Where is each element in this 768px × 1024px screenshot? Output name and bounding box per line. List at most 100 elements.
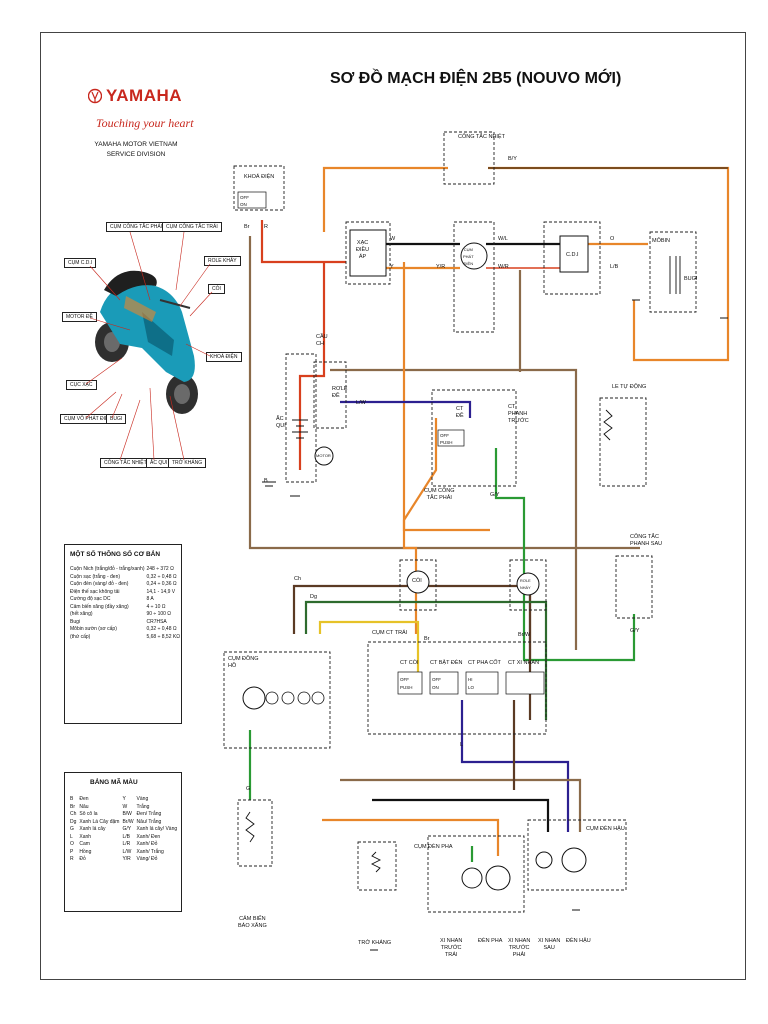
spec-row: Bugi CR7HSA (70, 619, 182, 627)
legend-cell: Nâu/ Trắng (136, 818, 162, 825)
light-switch-table (429, 671, 459, 695)
legend-cell: Cam (79, 841, 90, 847)
wire-tag-y: Y (390, 264, 394, 270)
wire-tag-g: G (246, 786, 251, 792)
legend-cell: G/Y (122, 826, 132, 832)
horn-off: OFF (400, 677, 409, 682)
spec-key: Bugi (70, 618, 81, 625)
box-resistor (357, 841, 397, 891)
legend-cell: W (122, 803, 128, 810)
start-switch-table (437, 429, 465, 447)
wire-black-bottom (372, 798, 550, 832)
box-tail (527, 819, 627, 891)
legend-cell: G (70, 826, 74, 832)
box-coil (649, 231, 697, 313)
spec-row: Cuộn đèn (vàng/ đỏ - đen)0,24 ÷ 0,36 Ω (70, 581, 182, 589)
legend-cell: O (70, 841, 74, 847)
light-on: ON (432, 685, 439, 690)
legend-cell: Br/W (122, 818, 134, 825)
label-left-switch-group: CỤM CT TRÁI (372, 630, 408, 636)
label-cdi: C.D.I (566, 252, 579, 258)
spec-value: 14,1 - 14,9 V (146, 588, 176, 595)
legend-cell: L/B (122, 833, 130, 840)
wire-orange-bottom (322, 818, 500, 856)
callout-left-switch: CỤM CÔNG TẮC TRÁI (162, 222, 222, 232)
wire-tag-lw: L/W (356, 400, 366, 406)
wire-tag-br: Br (244, 224, 250, 230)
callout-starter: MOTOR ĐỀ (62, 312, 97, 322)
wire-brown-main (248, 236, 640, 550)
flasher-symbol (516, 572, 540, 596)
legend-cell: Xanh/ Trắng (136, 848, 164, 855)
wire-orange-starter (402, 418, 490, 532)
spec-value: 0,32 ÷ 0,48 Ω (146, 626, 177, 632)
battery-symbol (292, 419, 308, 439)
legend-cell: Y (122, 796, 126, 802)
wire-tag-gy2: G/Y (630, 628, 640, 634)
spec-value: 5,68 ÷ 8,52 KΩ (146, 633, 180, 640)
label-headlight: ĐÈN PHA (478, 938, 503, 944)
legend-cell: B/W (122, 811, 132, 817)
spec-key: Cường độ sạc DC (70, 596, 111, 602)
label-thermo-switch: CÔNG TẮC NHIỆT (458, 134, 505, 140)
wire-tag-r: R (264, 224, 268, 230)
wire-tag-br2: Br (424, 636, 430, 642)
spec-row: Cuộn Nich (trắng/đỏ - trắng/xanh)248 ÷ 3… (70, 566, 182, 574)
headlight-bulb (485, 865, 511, 891)
label-tail-group: CỤM ĐÈN HẬU (586, 826, 625, 832)
label-horn-switch: CT CÒI (400, 660, 419, 666)
legend-cell: Đỏ (79, 856, 86, 862)
label-rear-turn: XI NHAN SAU (538, 938, 561, 951)
wire-tag-by: B/Y (508, 156, 517, 162)
box-thermo-switch (443, 131, 495, 185)
wire-brown-relay (330, 368, 578, 650)
tail-bulb (561, 847, 587, 873)
box-cdi (543, 221, 601, 295)
label-dimmer-switch: CT PHA CỐT (468, 660, 501, 666)
label-rear-brake: CÔNG TẮC PHANH SAU (630, 534, 663, 547)
yamaha-tuning-fork-icon (88, 88, 102, 104)
light-off: OFF (432, 677, 441, 682)
resistor-symbol (370, 851, 382, 873)
division-name: SERVICE DIVISION (106, 151, 166, 158)
brand-tagline: Touching your heart (96, 116, 194, 130)
wire-tag-yr: Y/R (436, 264, 446, 270)
callout-resistor: TRỞ KHÁNG (168, 458, 207, 468)
wire-yellow-meter (318, 620, 420, 680)
diagram-sheet (40, 32, 746, 980)
label-fuse: CẦU CH (316, 334, 328, 347)
label-resistor: TRỞ KHÁNG (358, 940, 392, 946)
label-ignition-switch: KHOÁ ĐIỆN (244, 174, 275, 180)
specs-panel: MỘT SỐ THÔNG SỐ CƠ BẢN Cuộn Nich (trắng/… (64, 544, 182, 724)
box-fuel-sender (237, 799, 273, 867)
spec-key: Môbin sườn (sơ cấp) (70, 626, 117, 632)
legend-cell: Xanh lá cây/ Vàng (136, 826, 178, 832)
legend-cell: Hồng (79, 848, 92, 855)
callout-rectifier: CỤC XẠC (66, 380, 97, 390)
brand-logo: YAMAHA (106, 86, 183, 105)
spec-row: Cuộn sạc (trắng - đen)0,32 ÷ 0,48 Ω (70, 574, 182, 582)
legend-cell: Y/R (122, 856, 131, 862)
spec-key: (hết xăng) (70, 611, 93, 617)
spec-row: Cảm biến xăng (đầy xăng)4 ÷ 10 Ω (70, 604, 182, 612)
box-meter (223, 651, 331, 749)
fuel-sender-symbol (245, 811, 255, 843)
legend-cell: Xanh/ Đen (136, 833, 161, 840)
legend-cell: Đen/ Trắng (136, 811, 162, 817)
spec-value: 248 ÷ 372 Ω (146, 566, 174, 572)
wire-orange-thermo (322, 166, 448, 232)
spec-value: CR7HSA (146, 618, 167, 625)
legend-cell: B (70, 796, 74, 802)
coil-symbol (669, 256, 681, 294)
box-battery (285, 353, 317, 483)
